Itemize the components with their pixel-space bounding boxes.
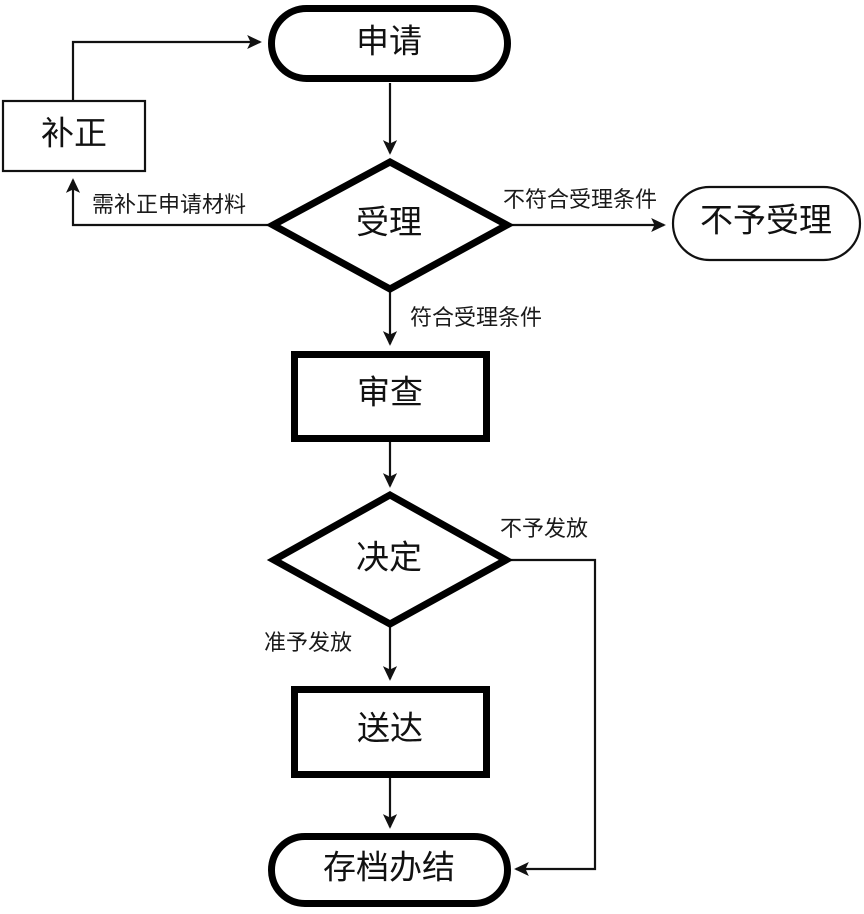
- node-deliver-label: 送达: [357, 711, 423, 748]
- node-correct-shape: [1, 99, 147, 173]
- node-reject-shape: [671, 185, 862, 262]
- node-apply-shape: [268, 5, 511, 82]
- node-accept-label: 受理: [356, 205, 422, 242]
- node-archive[interactable]: 存档办结: [268, 833, 511, 907]
- node-review[interactable]: 审查: [291, 351, 490, 442]
- edge-label-no-issue: 不予发放: [500, 516, 588, 541]
- node-deliver[interactable]: 送达: [291, 686, 490, 778]
- edge-accept-to-correct: [65, 178, 268, 227]
- node-correct-label: 补正: [41, 116, 107, 153]
- node-decide[interactable]: 决定: [266, 490, 514, 628]
- node-review-shape: [291, 351, 490, 442]
- node-archive-shape: [268, 833, 511, 907]
- node-decide-shape: [266, 490, 514, 628]
- node-review-label: 审查: [357, 375, 423, 412]
- node-reject-label: 不予受理: [700, 203, 832, 240]
- node-deliver-shape: [291, 686, 490, 778]
- node-correct[interactable]: 补正: [1, 99, 147, 173]
- node-archive-label: 存档办结: [323, 850, 455, 887]
- node-apply[interactable]: 申请: [268, 5, 511, 82]
- edge-decide-to-archive: [510, 558, 597, 877]
- node-apply-label: 申请: [356, 24, 422, 61]
- node-decide-label: 决定: [356, 540, 422, 577]
- edge-label-need-correction: 需补正申请材料: [92, 192, 246, 217]
- node-reject[interactable]: 不予受理: [671, 185, 862, 262]
- edge-correct-to-apply: [71, 34, 262, 100]
- node-accept-shape: [265, 158, 515, 293]
- edge-label-not-meeting-conditions: 不符合受理条件: [503, 187, 657, 212]
- node-accept[interactable]: 受理: [265, 158, 515, 293]
- edge-label-grant-issue: 准予发放: [264, 630, 352, 655]
- edge-label-meeting-conditions: 符合受理条件: [410, 305, 542, 330]
